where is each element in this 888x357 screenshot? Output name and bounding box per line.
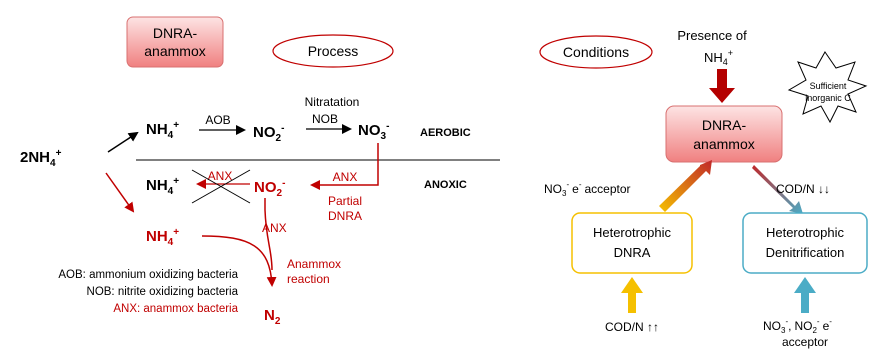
star-line2: inorganic C: [805, 93, 851, 103]
arrow-source-to-nh4: [107, 131, 139, 153]
center-box-line1: DNRA-: [702, 117, 747, 133]
source-2nh4: 2NH4+: [20, 148, 62, 169]
anx-partial-label: ANX: [333, 170, 358, 184]
arrow-partial-dnra: [310, 143, 379, 190]
codn-up-label: COD/N ↑↑: [605, 320, 659, 334]
hetero-denit-line2: Denitrification: [766, 245, 845, 260]
no3-aerobic: NO3-: [358, 121, 389, 142]
hetero-dnra-line2: DNRA: [614, 245, 651, 260]
hetero-dnra-line1: Heterotrophic: [593, 225, 672, 240]
nob-label: NOB: [312, 112, 338, 126]
nitratation-label: Nitratation: [305, 95, 360, 109]
dnra-anammox-box: [126, 16, 224, 68]
codn-down-label: COD/N ↓↓: [776, 182, 830, 196]
presence-nh4: NH4+: [704, 48, 733, 67]
legend-anx: ANX: anammox bacteria: [113, 303, 238, 315]
anammox-reaction-line2: reaction: [287, 272, 330, 286]
arrow-source-to-nh4-red: [105, 172, 135, 213]
anoxic-label: ANOXIC: [424, 179, 467, 191]
no2-anoxic: NO2-: [254, 178, 285, 199]
partial-dnra-line2: DNRA: [328, 209, 362, 223]
arrow-no3-no2-up: [794, 277, 816, 313]
cross-line-2: [191, 169, 251, 204]
process-label: Process: [308, 43, 359, 59]
dnra-box-line1: DNRA-: [153, 25, 198, 41]
nh4-anoxic: NH4+: [146, 176, 179, 197]
conditions-oval: [539, 35, 653, 69]
dnra-box-line2: anammox: [144, 43, 205, 59]
hetero-dnra-box: [571, 212, 693, 274]
no2-aerobic: NO2-: [253, 123, 284, 144]
process-oval: [272, 34, 394, 68]
arrow-dnra-to-center: [659, 160, 712, 212]
presence-label: Presence of: [677, 28, 747, 43]
legend-aob: AOB: ammonium oxidizing bacteria: [58, 269, 238, 281]
arrow-anammox-reaction: [201, 235, 277, 287]
arrow-codn-up: [621, 277, 643, 313]
nh4-red: NH4+: [146, 227, 179, 248]
anx-crossed-label: ANX: [208, 169, 233, 183]
star-line1: Sufficient: [810, 81, 847, 91]
nh4-aerobic: NH4+: [146, 120, 179, 141]
bottom-right-species: NO3-,NO2-e-: [763, 317, 832, 335]
hetero-denit-line1: Heterotrophic: [766, 225, 845, 240]
center-box-line2: anammox: [693, 136, 754, 152]
arrow-center-to-denit: [752, 165, 803, 214]
arrow-presence-down: [709, 69, 735, 103]
legend-nob: NOB: nitrite oxidizing bacteria: [87, 286, 239, 298]
n2-product: N2: [264, 307, 281, 327]
center-dnra-anammox-box: [665, 105, 783, 163]
aob-label: AOB: [205, 113, 230, 127]
anammox-reaction-line1: Anammox: [287, 257, 341, 271]
conditions-label: Conditions: [563, 44, 629, 60]
hetero-denit-box: [742, 212, 868, 274]
bottom-right-acceptor: acceptor: [782, 335, 828, 349]
no3-acceptor-label: NO3-e-acceptor: [544, 180, 631, 198]
anx-bottom-label: ANX: [262, 221, 287, 235]
curve-no2-to-n2: [264, 209, 273, 271]
sufficient-c-star: [787, 51, 868, 124]
aerobic-label: AEROBIC: [420, 127, 471, 139]
partial-dnra-line1: Partial: [328, 194, 362, 208]
